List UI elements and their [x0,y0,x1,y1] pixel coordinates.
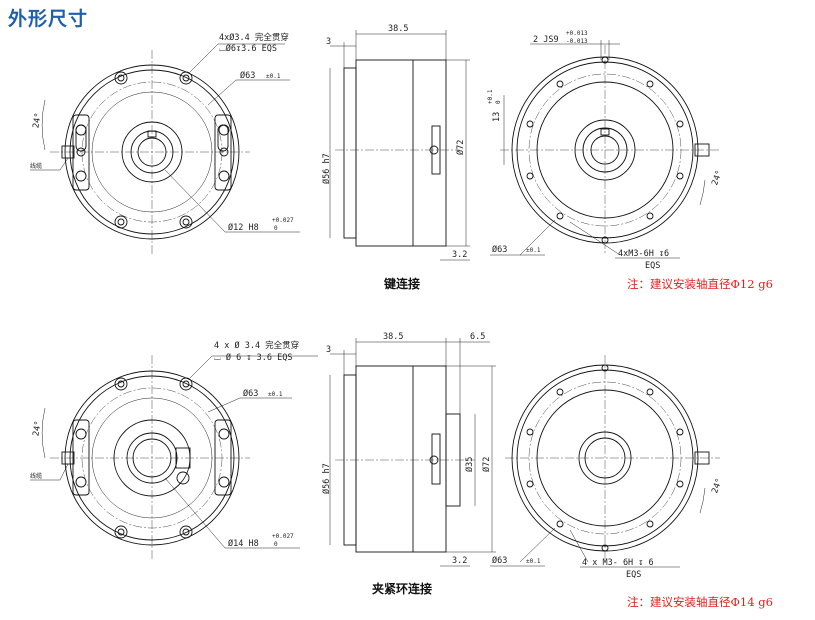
pcd-tolerance: ±0.1 [268,391,283,398]
thread-callout: 4 x M3- 6H ↧ 6 [582,558,654,568]
bore-label: Ø12 H8 [228,222,259,233]
section-caption: 键连接 [383,276,420,291]
pilot-dim: Ø56 h7 [321,463,332,494]
bore-tol-lower: 0 [274,541,278,548]
page-title: 外形尺寸 [8,8,89,30]
bore-tol-lower: 0 [274,225,278,232]
pcd-label: Ø63 [243,388,258,399]
counterbore-callout: ⌴Ø6↧3.6 EQS [219,43,277,54]
counterbore-callout: ⌴ Ø 6 ↧ 3.6 EQS [214,352,292,363]
shaft-note: 注：建议安装轴直径Φ14 g6 [627,595,773,609]
bottom-front-view: 线缆 24° 4 x Ø 3.4 完全贯穿 ⌴ Ø 6 ↧ 3.6 EQS Ø6… [30,340,318,560]
thread-eqs: EQS [626,570,641,580]
clamp-dia-dim: Ø35 [464,457,475,472]
key-tol-lower: 0 [495,100,502,104]
pcd-label: Ø63 [240,70,255,81]
clamp-dim: 6.5 [470,332,485,342]
outer-dim: Ø72 [481,457,492,472]
bore-label: Ø14 H8 [228,538,259,549]
end-dim: 3.2 [452,556,467,566]
pcd-tolerance: ±0.1 [526,247,541,254]
pcd-tolerance: ±0.1 [266,73,281,80]
cable-label: 线缆 [30,472,42,480]
outer-dim: Ø72 [455,140,466,155]
thread-callout: 4xM3-6H ↧6 [618,249,669,259]
top-rear-view: 2 JS9 +0.013 -0.013 13 +0.1 0 24° Ø63 ±0… [487,30,773,291]
top-front-view: 线缆 24° 4xØ3.4 完全贯穿 ⌴Ø6↧3.6 EQS Ø63 ±0.1 … [30,32,300,255]
bore-tol-upper: +0.027 [272,217,294,224]
angle-label: 24° [710,477,725,495]
key-tol-upper: +0.1 [487,89,494,104]
end-dim: 3.2 [452,250,467,260]
angle-label: 24° [31,420,44,437]
flange-dim: 3 [326,345,331,355]
angle-label: 24° [710,169,725,187]
keyway-tol-lower: -0.013 [566,38,588,45]
pilot-dim: Ø56 h7 [321,153,332,184]
top-side-view: 38.5 3 Ø56 h7 Ø72 3.2 键连接 [321,24,470,291]
key-height-dim: 13 [492,112,502,122]
bottom-side-view: 38.5 6.5 3 Ø56 h7 Ø35 Ø72 3.2 夹紧环连接 [321,332,496,596]
pcd-tolerance: ±0.1 [526,558,541,565]
keyway-tol-upper: +0.013 [566,30,588,37]
angle-label: 24° [31,112,44,129]
bore-tol-upper: +0.027 [272,533,294,540]
length-dim: 38.5 [383,332,403,342]
hole-callout: 4 x Ø 3.4 完全贯穿 [214,340,299,351]
shaft-note: 注：建议安装轴直径Φ12 g6 [627,277,773,291]
pcd-label: Ø63 [492,555,507,566]
flange-dim: 3 [326,37,331,47]
pcd-label: Ø63 [492,244,507,255]
cable-label: 线缆 [30,162,42,170]
bottom-rear-view: 24° Ø63 ±0.1 4 x M3- 6H ↧ 6 EQS 注：建议安装轴直… [490,355,773,609]
keyway-dim: 2 JS9 [533,35,559,45]
thread-eqs: EQS [645,261,660,271]
length-dim: 38.5 [388,24,408,34]
section-caption: 夹紧环连接 [372,581,432,596]
hole-callout: 4xØ3.4 完全贯穿 [219,32,289,43]
